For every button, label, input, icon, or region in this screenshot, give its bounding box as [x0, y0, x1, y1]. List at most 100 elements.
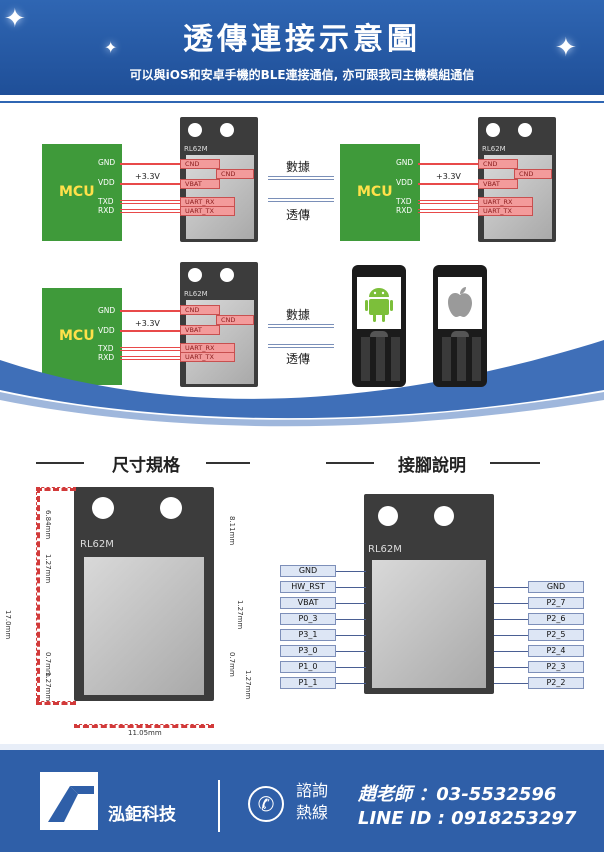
wire-gnd — [120, 163, 182, 165]
mcu-pin-txd: TXD — [396, 197, 412, 206]
module-shield — [84, 557, 204, 695]
footer-separator — [218, 780, 220, 832]
mcu-label: MCU — [357, 184, 393, 200]
sparkle-icon: ✦ — [104, 38, 118, 57]
pin-tag-cnd2: CND — [216, 315, 254, 325]
title-rule — [326, 462, 374, 464]
pin-label-right: P2_2 — [528, 677, 584, 689]
header-banner: ✦ ✦ ✦ 透傳連接示意圖 可以與iOS和安卓手機的BLE連接通信, 亦可跟我司… — [0, 0, 604, 95]
android-icon — [365, 288, 393, 322]
pin-arrow — [494, 651, 528, 652]
wire-tx — [120, 200, 182, 204]
module-pinout-drawing: RL62M — [364, 494, 494, 694]
right-arrow-icon — [268, 176, 334, 180]
iphone-phone — [433, 265, 487, 387]
phone-nav-key — [451, 331, 469, 341]
wire-vdd — [418, 183, 480, 185]
ble-module: RL62M CND CND VBAT UART_RX UART_TX — [180, 117, 258, 242]
android-phone — [352, 265, 406, 387]
phone-nav-key — [370, 331, 388, 341]
page-title: 透傳連接示意圖 — [183, 22, 421, 57]
dim-tick — [36, 701, 76, 705]
module-hole — [188, 268, 202, 282]
dim-pad-right: 0.7mm — [228, 652, 236, 677]
mcu-pin-txd: TXD — [98, 197, 114, 206]
title-rule — [490, 462, 540, 464]
pin-tag-vbat: VBAT — [180, 179, 220, 189]
pin-arrow — [336, 635, 366, 636]
wire-vdd — [120, 183, 182, 185]
module-label: RL62M — [184, 145, 208, 153]
ble-module: RL62M CND CND VBAT UART_RX UART_TX — [180, 262, 258, 387]
arrow-label-passthrough: 透傳 — [286, 352, 311, 366]
consult-line1: 諮詢 — [296, 781, 329, 800]
module-hole — [518, 123, 532, 137]
title-rule — [206, 462, 250, 464]
pin-arrow — [494, 619, 528, 620]
module-hole — [220, 123, 234, 137]
phone-icon: ✆ — [248, 786, 284, 822]
consult-hotline-label: 諮詢 熱線 — [296, 780, 328, 824]
module-label: RL62M — [482, 145, 506, 153]
right-arrow-icon — [268, 324, 334, 328]
module-shield — [372, 560, 486, 688]
header-divider — [0, 95, 604, 103]
wire-tx — [120, 347, 182, 351]
mcu-label: MCU — [59, 328, 95, 344]
mcu-board: MCU GND VDD TXD RXD — [42, 288, 122, 385]
wire-gnd — [418, 163, 480, 165]
pin-arrow — [336, 571, 366, 572]
pin-tag-cnd2: CND — [514, 169, 552, 179]
company-name: 泓鉅科技 — [108, 805, 176, 825]
pin-arrow — [494, 603, 528, 604]
pin-label-left: P3_1 — [280, 629, 336, 641]
pin-tag-vbat: VBAT — [180, 325, 220, 335]
apple-icon — [448, 287, 472, 317]
phone-keypad — [358, 337, 400, 381]
voltage-label: +3.3V — [135, 319, 160, 328]
pin-arrow — [336, 603, 366, 604]
pin-arrow — [336, 619, 366, 620]
dim-height: 17.0mm — [4, 610, 12, 640]
pinout-title: 接腳說明 — [398, 456, 466, 476]
pin-label-left: GND — [280, 565, 336, 577]
wire-gnd — [120, 310, 182, 312]
pin-arrow — [494, 635, 528, 636]
sparkle-icon: ✦ — [4, 4, 26, 34]
mcu-board: MCU GND VDD TXD RXD — [340, 144, 420, 241]
wire-tx — [418, 200, 480, 204]
mcu-pin-vdd: VDD — [98, 326, 115, 335]
pin-tag-uart-tx: UART_TX — [180, 352, 235, 362]
mcu-pin-gnd: GND — [396, 158, 414, 167]
pin-label-right: P2_4 — [528, 645, 584, 657]
company-logo-icon — [40, 772, 98, 830]
pin-arrow — [336, 667, 366, 668]
contact-phone: 趙老師 ：03-5532596 — [358, 784, 557, 805]
title-rule — [36, 462, 84, 464]
pin-tag-uart-tx: UART_TX — [180, 206, 235, 216]
pin-tag-vbat: VBAT — [478, 179, 518, 189]
pin-label-left: VBAT — [280, 597, 336, 609]
footer: 泓鉅科技 ✆ 諮詢 熱線 趙老師 ：03-5532596 LINE ID : 0… — [0, 744, 604, 852]
pin-tag-uart-tx: UART_TX — [478, 206, 533, 216]
pin-arrow — [336, 651, 366, 652]
dim-pitch-left: 1.27mm — [44, 554, 52, 584]
module-hole — [220, 268, 234, 282]
left-arrow-icon — [268, 198, 334, 202]
pin-arrow — [336, 683, 366, 684]
dim-top: 6.84mm — [44, 510, 52, 540]
wire-rx — [418, 209, 480, 213]
mcu-pin-txd: TXD — [98, 344, 114, 353]
phone-screen — [438, 277, 482, 329]
module-hole — [434, 506, 454, 526]
wire-rx — [120, 209, 182, 213]
mcu-pin-gnd: GND — [98, 158, 116, 167]
pin-arrow — [336, 587, 366, 588]
dim-right-pitch: 1.27mm — [236, 600, 244, 630]
module-hole — [378, 506, 398, 526]
wire-rx — [120, 356, 182, 360]
pin-label-right: P2_5 — [528, 629, 584, 641]
phone-keypad — [439, 337, 481, 381]
mcu-pin-vdd: VDD — [396, 178, 413, 187]
pin-tag-cnd: CND — [180, 305, 220, 315]
